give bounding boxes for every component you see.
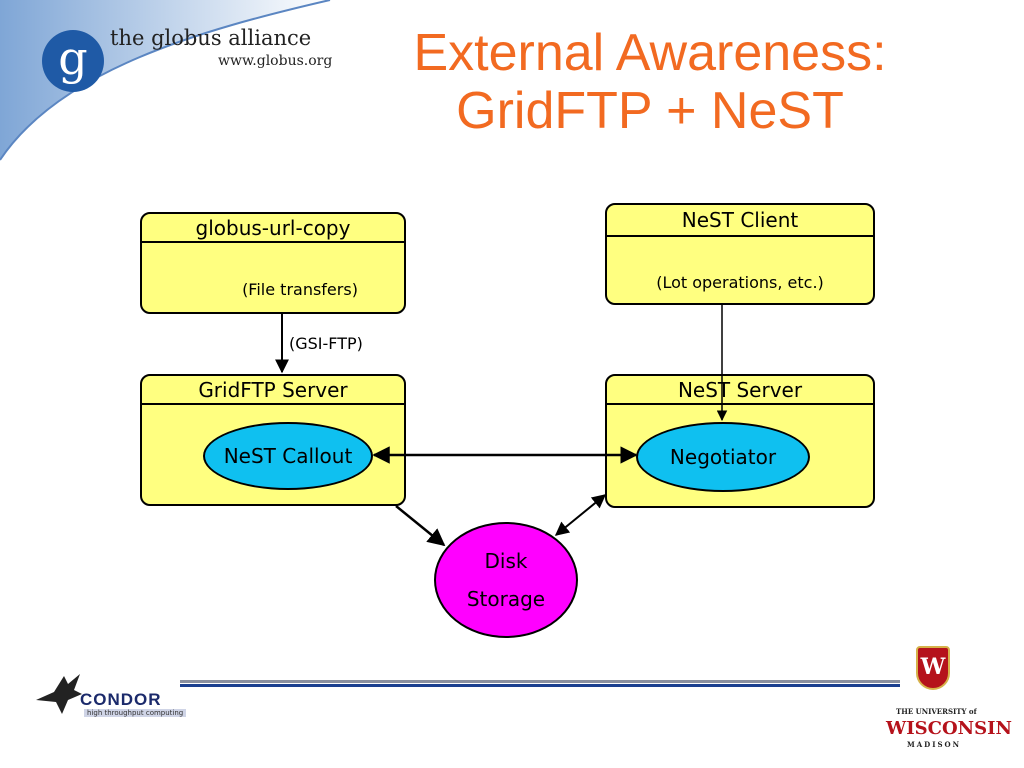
condor-tagline: high throughput computing [84, 709, 187, 717]
title-line-1: External Awareness: [413, 24, 887, 82]
globus-url-copy-title: globus-url-copy [142, 214, 404, 243]
negotiator-ellipse: Negotiator [636, 422, 810, 492]
title-line-2: GridFTP + NeST [456, 82, 844, 140]
logo-url: www.globus.org [218, 53, 333, 69]
nest-callout-label: NeST Callout [223, 444, 353, 468]
negotiator-label: Negotiator [669, 445, 777, 469]
arrow-gridftp-to-disk [395, 505, 446, 547]
gridftp-server-title: GridFTP Server [142, 376, 404, 405]
arrow-disk-nest-server [554, 494, 607, 536]
nest-server-title: NeST Server [607, 376, 873, 405]
nest-server-box: NeST Server [605, 374, 875, 508]
logo-name: the globus alliance [110, 26, 312, 50]
footer-divider [180, 680, 900, 687]
disk-storage-node: Disk Storage [434, 522, 578, 638]
gsi-ftp-label: (GSI-FTP) [289, 334, 363, 353]
uw-crest-icon: W [916, 646, 950, 690]
uw-name-line-3: MADISON [906, 740, 962, 749]
globus-logo-icon: g [42, 30, 104, 92]
disk-storage-line-1: Disk [484, 549, 528, 573]
disk-storage-line-2: Storage [466, 587, 546, 611]
condor-bird-icon [36, 674, 82, 714]
uw-name-line-2: WISCONSIN [886, 718, 1012, 739]
uw-name-line-1: THE UNIVERSITY of [896, 707, 977, 716]
nest-callout-ellipse: NeST Callout [203, 422, 373, 490]
slide-title: External Awareness: GridFTP + NeST [330, 24, 970, 140]
nest-client-box: NeST Client (Lot operations, etc.) [605, 203, 875, 305]
condor-logo-text: CONDOR [80, 690, 162, 709]
nest-client-subtitle: (Lot operations, etc.) [656, 273, 824, 292]
globus-url-copy-subtitle: (File transfers) [242, 280, 358, 299]
globus-url-copy-box: globus-url-copy (File transfers) [140, 212, 406, 314]
nest-client-title: NeST Client [607, 205, 873, 237]
